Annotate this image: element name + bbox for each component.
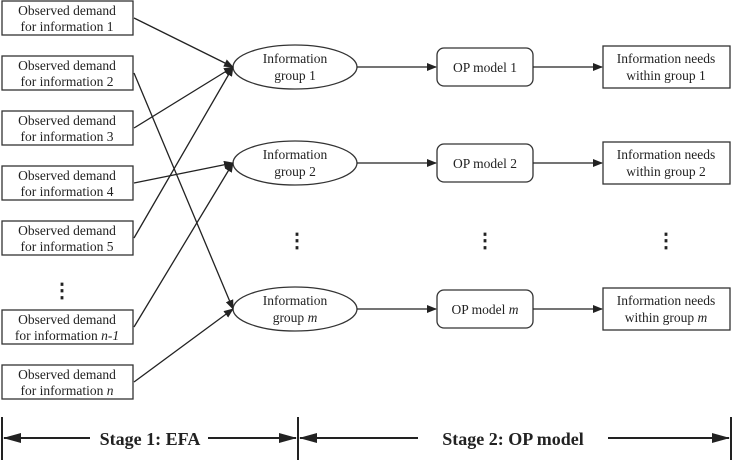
- index: m: [509, 302, 519, 317]
- stage2-label: Stage 2: OP model: [442, 429, 584, 449]
- index: 5: [107, 239, 114, 254]
- index: 1: [510, 60, 517, 75]
- input-line2: for information n-1: [15, 328, 119, 343]
- svg-text:Information needs: Information needs: [617, 147, 716, 162]
- svg-text:Information: Information: [263, 293, 328, 308]
- index: 4: [107, 184, 114, 199]
- index: 2: [510, 156, 517, 171]
- stage-bar: Stage 1: EFA Stage 2: OP model: [1, 417, 732, 460]
- information-group: Information group 1: [232, 44, 358, 90]
- op-model: OP model m: [436, 289, 534, 329]
- information-needs: Information needs within group 2: [602, 141, 731, 185]
- svg-text:Information: Information: [263, 147, 328, 162]
- input-line1: Observed demand: [18, 312, 116, 327]
- svg-text:group 2: group 2: [274, 164, 316, 179]
- index: n-1: [101, 328, 119, 343]
- information-needs: Information needs within group 1: [602, 45, 731, 89]
- index: n: [107, 383, 114, 398]
- svg-text:Information needs: Information needs: [617, 51, 716, 66]
- svg-text:within group 2: within group 2: [626, 164, 706, 179]
- information-needs: Information needs within group m: [602, 287, 731, 331]
- input-line1: Observed demand: [18, 367, 116, 382]
- svg-text:group 1: group 1: [274, 68, 316, 83]
- models-ellipsis: ⋮: [475, 230, 495, 252]
- op-model: OP model 2: [436, 143, 534, 183]
- index: 3: [107, 129, 114, 144]
- input-line2: for information 2: [21, 74, 114, 89]
- edges: [133, 17, 603, 383]
- svg-text:group m: group m: [273, 310, 318, 325]
- input-line2: for information 3: [21, 129, 114, 144]
- svg-text:within group m: within group m: [625, 310, 708, 325]
- arrow-input-to-group: [133, 66, 234, 239]
- arrow-input-to-group: [133, 17, 234, 68]
- index: 2: [309, 164, 316, 179]
- input-line1: Observed demand: [18, 3, 116, 18]
- needs-ellipsis: ⋮: [656, 230, 676, 252]
- svg-text:OP model m: OP model m: [452, 302, 519, 317]
- groups-ellipsis: ⋮: [287, 230, 307, 252]
- input-line2: for information n: [21, 383, 114, 398]
- arrow-input-to-group: [133, 160, 234, 184]
- svg-text:OP model 2: OP model 2: [453, 156, 517, 171]
- index: 2: [107, 74, 114, 89]
- svg-text:Information: Information: [263, 51, 328, 66]
- input-line2: for information 1: [21, 19, 114, 34]
- index: 1: [107, 19, 114, 34]
- arrow-input-to-group: [133, 162, 234, 328]
- svg-text:within group 1: within group 1: [626, 68, 706, 83]
- index: 1: [699, 68, 706, 83]
- arrow-input-to-group: [133, 308, 234, 383]
- index: m: [308, 310, 318, 325]
- information-group: Information group m: [232, 286, 358, 332]
- op-model: OP model 1: [436, 47, 534, 87]
- svg-text:Information needs: Information needs: [617, 293, 716, 308]
- input-line1: Observed demand: [18, 168, 116, 183]
- index: 2: [699, 164, 706, 179]
- input-line2: for information 4: [21, 184, 114, 199]
- input-line1: Observed demand: [18, 113, 116, 128]
- input-line1: Observed demand: [18, 223, 116, 238]
- arrow-input-to-group: [133, 72, 234, 310]
- information-group: Information group 2: [232, 140, 358, 186]
- input-line2: for information 5: [21, 239, 114, 254]
- svg-text:OP model 1: OP model 1: [453, 60, 517, 75]
- stage1-label: Stage 1: EFA: [100, 429, 201, 449]
- index: 1: [309, 68, 316, 83]
- input-line1: Observed demand: [18, 58, 116, 73]
- inputs-ellipsis: ⋮: [52, 280, 72, 302]
- index: m: [698, 310, 708, 325]
- arrow-input-to-group: [133, 66, 234, 129]
